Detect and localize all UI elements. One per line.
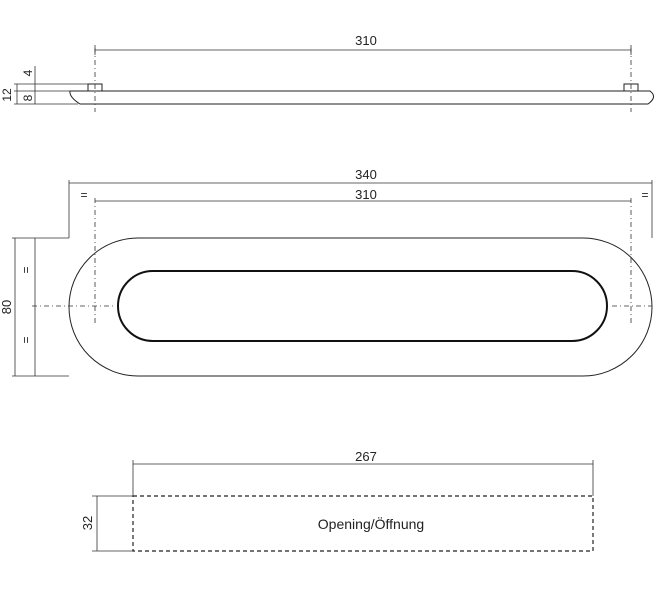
hole-spacing-label: 310 (355, 187, 377, 202)
equal-mark-left: = (80, 188, 87, 202)
inner-slot (117, 270, 608, 342)
plate-profile (69, 90, 654, 105)
opening-label: Opening/Öffnung (318, 515, 424, 532)
side-total-height-label: 12 (0, 88, 14, 102)
opening-height-label: 32 (80, 516, 95, 530)
opening-view: 267 32 Opening/Öffnung (80, 449, 594, 552)
side-length-label: 310 (355, 33, 377, 48)
equal-mark-right: = (641, 188, 648, 202)
opening-outline (132, 495, 594, 552)
opening-width-label: 267 (355, 449, 377, 464)
equal-mark-top: = (19, 266, 33, 273)
height-label: 80 (0, 300, 14, 314)
outer-plate (68, 237, 653, 377)
side-view: 310 12 4 8 (0, 33, 654, 112)
equal-mark-bottom: = (19, 336, 33, 343)
overall-length-label: 340 (355, 167, 377, 182)
front-view: 340 = = 310 80 = = (0, 167, 653, 377)
side-pin-height-label: 4 (21, 69, 35, 76)
side-plate-height-label: 8 (21, 94, 35, 101)
